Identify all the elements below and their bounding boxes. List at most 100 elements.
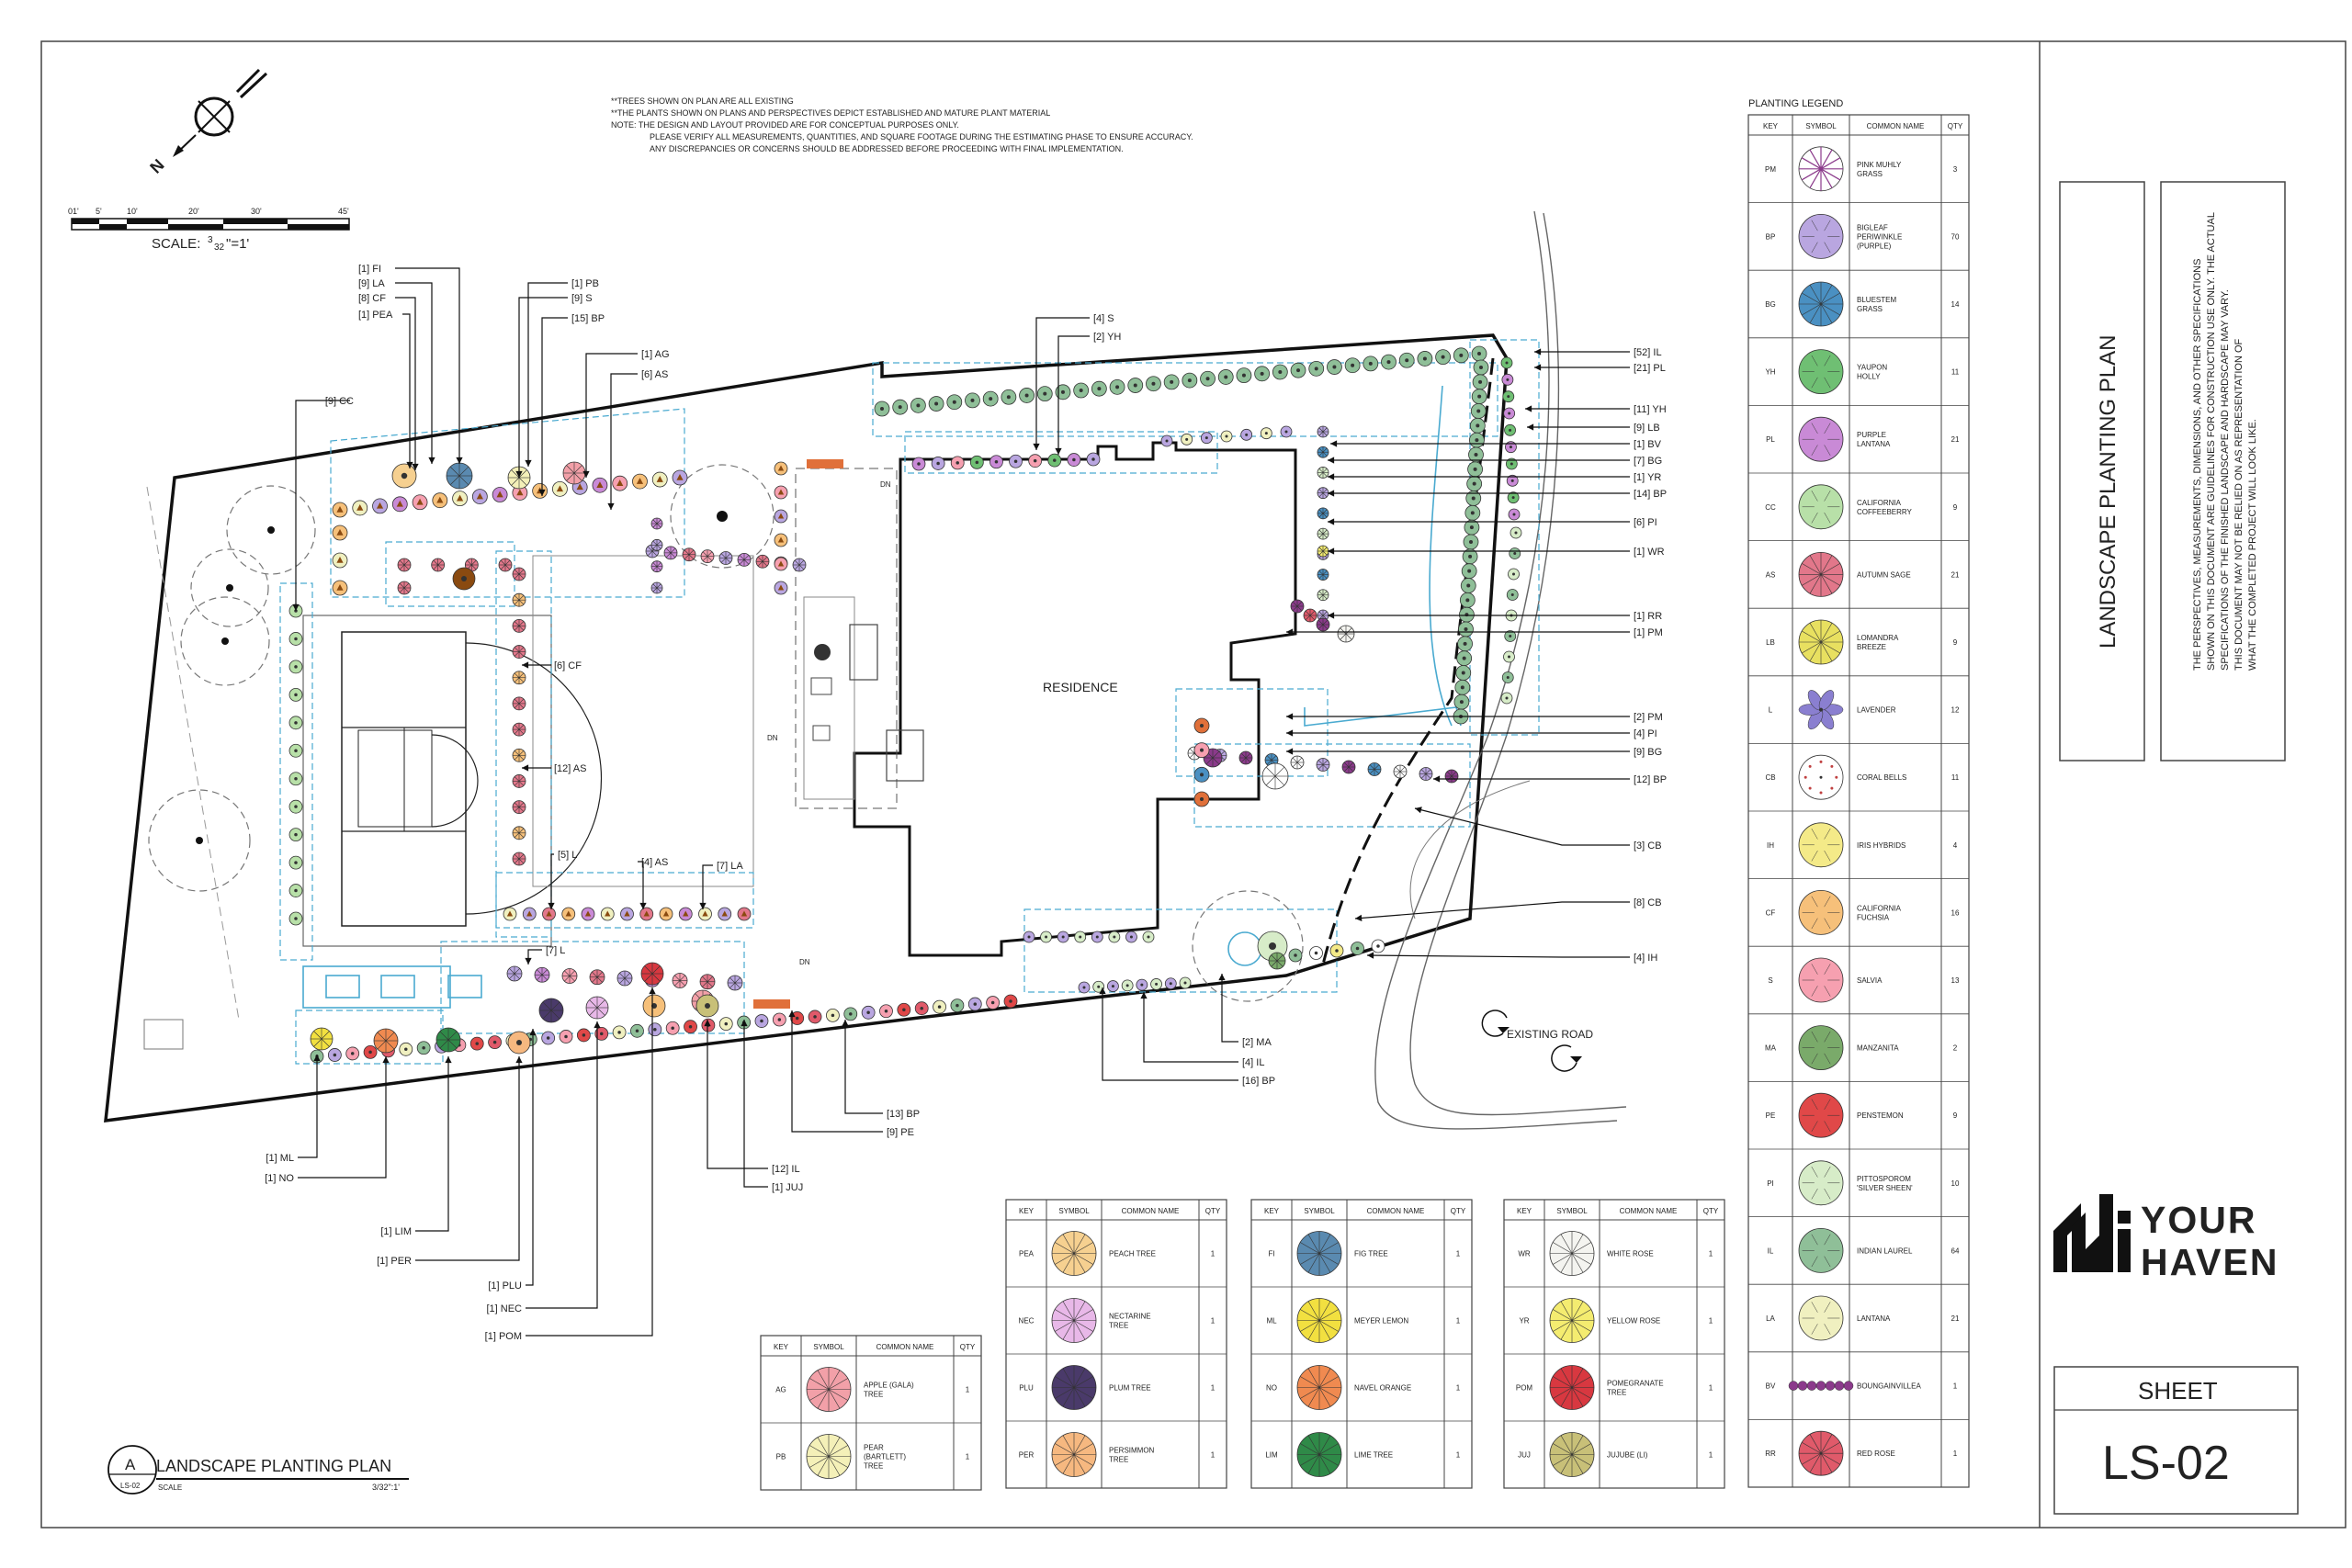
plant-symbol-icon (512, 618, 526, 633)
table-common-name: YAUPON (1857, 364, 1887, 372)
plant-symbol-icon (581, 907, 595, 921)
plant-symbol-icon (986, 996, 1001, 1010)
plant-symbol-icon (892, 399, 909, 415)
plant-symbol-icon (1261, 762, 1289, 790)
plant-symbol-icon (585, 996, 609, 1020)
plant-symbol-icon (363, 1044, 378, 1059)
plant-symbol-icon (512, 592, 526, 607)
plant-symbol-icon (431, 558, 446, 572)
table-key: IL (1768, 1247, 1774, 1255)
plant-symbol-icon (288, 716, 303, 730)
table-common-name: AUTUMN SAGE (1857, 570, 1911, 579)
plant-symbol-icon (1040, 931, 1052, 943)
plant-symbol-icon (352, 500, 368, 516)
plant-symbol-icon (288, 772, 303, 786)
plant-symbol-icon (969, 455, 984, 469)
plant-symbol-icon (464, 558, 479, 572)
legend-symbol-icon (806, 1367, 852, 1412)
callout-leaders: [1] FI[9] LA[8] CF[1] PEA[1] PB[9] S[15]… (265, 264, 1667, 1342)
plant-symbol-icon (950, 456, 965, 470)
plant-symbol-icon (1505, 457, 1518, 470)
disclaimer-line: THE PERSPECTIVES, MEASUREMENTS, DIMENSIO… (2192, 259, 2203, 671)
plant-symbol-icon (538, 998, 564, 1023)
plant-symbol-icon (1327, 359, 1342, 375)
callout-label: [9] PE (887, 1127, 914, 1138)
table-header: SYMBOL (813, 1343, 844, 1351)
plant-symbol-icon (345, 1046, 360, 1061)
table-common-name: BLUESTEM (1857, 296, 1896, 304)
legend-symbol-icon (1798, 754, 1844, 800)
plant-symbol-icon (1317, 589, 1329, 602)
callout-label: [6] PI (1634, 517, 1657, 528)
plant-symbol-icon (989, 455, 1003, 469)
callout-label: [1] PER (377, 1256, 412, 1267)
table-common-name: BOUNGAINVILLEA (1857, 1382, 1921, 1391)
plant-symbol-icon (288, 660, 303, 674)
note-line: **TREES SHOWN ON PLAN ARE ALL EXISTING (611, 96, 794, 106)
plant-symbol-icon (397, 581, 412, 595)
scale-fraction-tail: "=1' (226, 236, 249, 252)
plant-symbol-icon (1467, 461, 1483, 478)
table-qty: 1 (1456, 1384, 1461, 1393)
plant-symbol-icon (512, 852, 526, 866)
plant-symbol-icon (1465, 491, 1482, 506)
legend-symbol-icon (1296, 1298, 1342, 1343)
plant-symbol-icon (1464, 519, 1480, 536)
callout-label: [1] ML (266, 1153, 294, 1164)
plant-symbol-icon (718, 551, 733, 565)
plant-symbol-icon (1435, 349, 1452, 366)
table-common-name: CORAL BELLS (1857, 773, 1906, 782)
legend-symbol-icon (1549, 1231, 1595, 1276)
legend-symbol-icon (1788, 1381, 1854, 1391)
plant-symbol-icon (1473, 359, 1489, 376)
plant-symbol-icon (727, 975, 743, 991)
table-key: PEA (1019, 1250, 1035, 1258)
plant-symbol-icon (1317, 467, 1329, 479)
table-header: SYMBOL (1805, 122, 1837, 130)
callout-label: [1] POM (485, 1331, 522, 1342)
plant-symbol-icon (1236, 367, 1252, 384)
legend-title: PLANTING LEGEND (1748, 98, 1843, 109)
plant-symbol-icon (561, 968, 578, 984)
plant-symbol-icon (879, 1004, 893, 1019)
plant-symbol-icon (1303, 608, 1317, 623)
plant-symbol-icon (1290, 362, 1306, 378)
plant-symbol-icon (1508, 568, 1520, 581)
table-common-name: APPLE (GALA) (864, 1382, 914, 1390)
plant-symbol-icon (672, 469, 688, 486)
legend-symbol-icon (1798, 890, 1844, 935)
note-line: PLEASE VERIFY ALL MEASUREMENTS, QUANTITI… (650, 132, 1193, 141)
legend-symbol-icon (1798, 416, 1844, 462)
plant-symbol-icon (1469, 417, 1486, 434)
callout-label: [1] PLU (488, 1280, 522, 1292)
table-common-name: FUCHSIA (1857, 913, 1890, 921)
plant-symbol-icon (1417, 351, 1433, 367)
plant-symbol-icon (1086, 452, 1101, 467)
table-qty: 11 (1951, 773, 1960, 782)
table-qty: 21 (1951, 1314, 1960, 1323)
plant-symbol-icon (650, 560, 663, 573)
plant-symbol-icon (1419, 767, 1433, 781)
table-common-name: IRIS HYBRIDS (1857, 841, 1905, 850)
plant-symbol-icon (372, 498, 388, 514)
callout-label: [1] PEA (358, 310, 393, 321)
plant-symbol-icon (1121, 979, 1134, 992)
table-qty: 9 (1953, 1111, 1958, 1120)
your-haven-logo-icon (2053, 1194, 2131, 1272)
plant-symbol-icon (1453, 694, 1470, 710)
legend-symbol-icon (1051, 1231, 1097, 1276)
plant-symbol-icon (1502, 390, 1515, 403)
plant-symbol-icon (774, 581, 788, 595)
table-common-name: (PURPLE) (1857, 242, 1892, 250)
callout-label: [16] BP (1242, 1076, 1275, 1087)
plant-symbol-icon (967, 997, 982, 1011)
table-common-name: RED ROSE (1857, 1450, 1895, 1458)
callout-label: [4] IH (1634, 953, 1657, 964)
plant-symbol-icon (663, 546, 678, 560)
plant-symbol-icon (1444, 769, 1459, 784)
table-qty: 1 (1211, 1317, 1216, 1325)
plant-symbol-icon (1470, 403, 1487, 419)
table-qty: 10 (1951, 1179, 1960, 1188)
plant-symbol-icon (1344, 357, 1361, 374)
